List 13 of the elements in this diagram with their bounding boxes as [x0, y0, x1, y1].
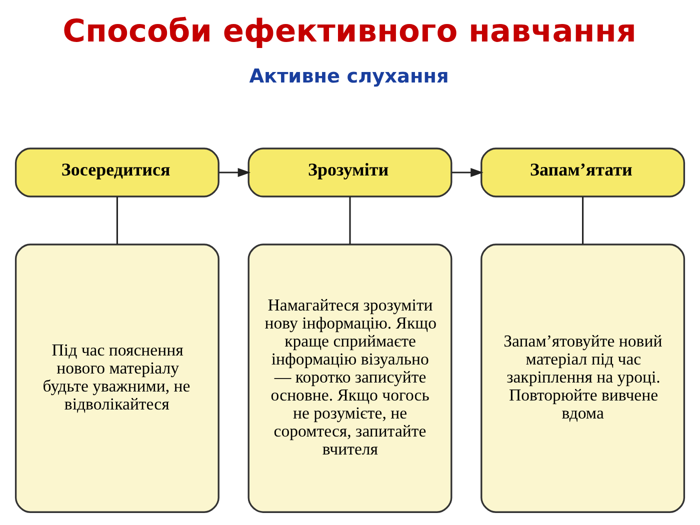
connector	[349, 196, 351, 244]
node-box: Зрозуміти	[248, 148, 452, 198]
connector	[582, 196, 584, 244]
arrow	[452, 168, 484, 177]
label: Активне слухання	[249, 64, 449, 88]
node-box: Під час пояснення нового матеріалу будьте уважними, не відволікайтеся	[14, 244, 220, 513]
node-box: Намагайтеся зрозуміти нову інформацію. Якщо краще сприймаєте інформацію візуально — коротко записуйте основне. Якщо чогось не розумієте, не соромтеся, запитайте вчителя	[248, 244, 452, 513]
arrow	[219, 168, 251, 177]
node-box: Запам’ятати	[480, 148, 686, 198]
node-box: Запам’ятовуйте новий матеріал під час закріплення на уроці. Повторюйте вивчене вдома	[480, 244, 686, 513]
node-box: Зосередитися	[14, 148, 220, 198]
connector	[116, 196, 118, 244]
diagram-title: Способи ефективного навчання	[62, 13, 636, 50]
